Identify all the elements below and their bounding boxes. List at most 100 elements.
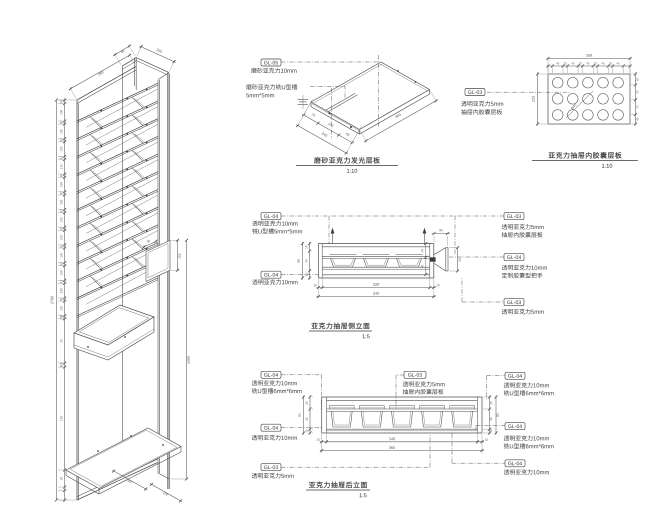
drawing-stroke — [513, 265, 519, 270]
drawing-stroke — [519, 224, 525, 230]
drawing-stroke — [60, 201, 63, 203]
drawing-stroke — [134, 169, 145, 178]
side-note — [252, 228, 303, 234]
drawing-stroke — [76, 206, 159, 246]
drawing-circle — [328, 112, 331, 115]
rear-note — [503, 443, 554, 449]
drawing-stroke — [420, 381, 426, 387]
dim-gap — [563, 62, 567, 65]
drawing-stroke — [143, 487, 148, 491]
drawing-stroke — [393, 446, 396, 449]
drawing-stroke — [421, 249, 424, 251]
drawing-stroke — [531, 232, 537, 238]
drawing-stroke — [92, 277, 103, 286]
drawing-rect — [430, 257, 436, 262]
drawing-stroke — [305, 419, 308, 421]
view-caption — [308, 481, 368, 489]
drawing-circle — [126, 239, 129, 241]
drawing-stroke — [273, 388, 277, 394]
drawing-stroke — [291, 84, 298, 90]
drawing-stroke — [515, 255, 519, 260]
drawing-stroke — [513, 443, 520, 449]
drawing-stroke — [490, 417, 493, 419]
drawing-stroke — [76, 189, 159, 228]
drawing-stroke — [437, 284, 440, 287]
drawing-stroke — [475, 440, 480, 444]
drawing-stroke — [421, 264, 424, 267]
drawing-stroke — [614, 152, 622, 159]
drawing-stroke — [333, 322, 340, 330]
drawing-stroke — [60, 252, 63, 255]
drawing-stroke — [373, 157, 380, 164]
drawing-stroke — [490, 401, 493, 403]
drawing-stroke — [537, 272, 543, 279]
drawing-stroke — [503, 435, 510, 441]
drawing-stroke — [184, 477, 189, 481]
drawing-stroke — [340, 322, 348, 330]
dim-text — [60, 288, 63, 293]
drawing-stroke — [538, 444, 541, 447]
drawing-stroke — [525, 308, 531, 315]
drawing-circle — [350, 126, 352, 128]
drawing-stroke — [305, 261, 308, 263]
drawing-stroke — [287, 229, 290, 232]
drawing-stroke — [269, 94, 275, 98]
drawing-stroke — [298, 415, 301, 417]
drawing-circle — [597, 109, 609, 121]
drawing-stroke — [262, 228, 268, 234]
drawing-stroke — [284, 474, 289, 478]
dim-text — [60, 244, 63, 249]
drawing-stroke — [531, 272, 537, 279]
drawing-stroke — [316, 294, 321, 299]
drawing-stroke — [588, 54, 590, 57]
drawing-stroke — [254, 94, 259, 98]
drawing-stroke — [127, 44, 131, 48]
dim-text — [60, 476, 63, 481]
drawing-stroke — [519, 461, 523, 466]
drawing-circle — [145, 194, 148, 197]
drawing-stroke — [544, 445, 549, 449]
drawing-stroke — [89, 258, 102, 270]
drawing-stroke — [313, 284, 315, 287]
drawing-circle — [126, 256, 129, 259]
drawing-stroke — [274, 229, 277, 234]
drawing-stroke — [544, 437, 550, 441]
dim-text — [305, 429, 308, 433]
drawing-stroke — [60, 416, 63, 418]
dim-panel-chain — [311, 112, 316, 117]
drawing-stroke — [121, 50, 124, 54]
drawing-stroke — [391, 437, 393, 441]
dim-width — [97, 70, 104, 76]
drawing-stroke — [311, 103, 361, 132]
dim-lower-h — [187, 356, 190, 364]
drawing-stroke — [485, 438, 487, 441]
drawing-stroke — [160, 50, 163, 53]
drawing-stroke — [527, 382, 533, 388]
drawing-stroke — [507, 309, 513, 315]
drawing-stroke — [268, 465, 271, 469]
drawing-stroke — [263, 84, 270, 90]
drawing-stroke — [327, 122, 330, 126]
drawing-stroke — [251, 473, 258, 479]
drawing-stroke — [472, 90, 475, 94]
drawing-stroke — [555, 152, 563, 159]
drawing-stroke — [60, 235, 63, 237]
drawing-stroke — [501, 264, 508, 271]
drawing-stroke — [60, 244, 63, 247]
drawing-stroke — [421, 266, 424, 269]
drawing-stroke — [92, 241, 103, 251]
drawing-stroke — [518, 300, 521, 305]
drawing-circle — [552, 109, 564, 121]
dim-depth — [156, 48, 163, 53]
drawing-stroke — [375, 283, 377, 286]
dim-text — [60, 174, 63, 178]
drawing-stroke — [532, 95, 535, 98]
drawing-stroke — [455, 269, 460, 273]
drawing-stroke — [136, 57, 170, 73]
drawing-circle — [145, 123, 148, 126]
drawing-stroke — [60, 148, 63, 150]
drawing-stroke — [287, 382, 293, 386]
drawing-rect — [503, 212, 525, 220]
rear-note — [251, 388, 302, 394]
drawing-stroke — [393, 411, 411, 426]
